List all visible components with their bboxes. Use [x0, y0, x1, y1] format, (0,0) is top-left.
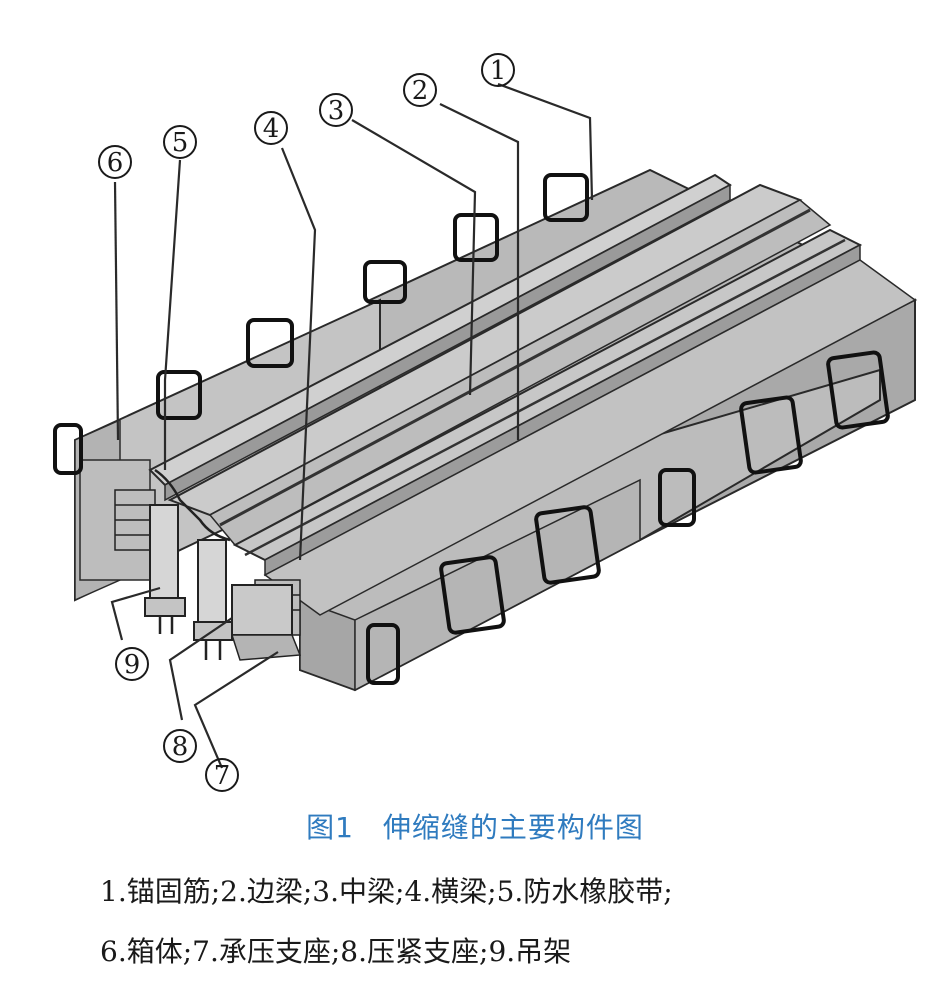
callout-3: 3	[319, 93, 353, 127]
hanger	[144, 504, 186, 634]
anchor-bar-loop	[53, 423, 83, 475]
anchor-bar-loop	[739, 395, 803, 475]
waterproof-rubber-strip	[154, 468, 231, 542]
anchor-bar-loop	[363, 260, 407, 304]
bearing-support	[230, 584, 302, 661]
anchor-bar-loop	[246, 318, 294, 368]
callout-7: 7	[205, 758, 239, 792]
legend-line-1: 1.锚固筋;2.边梁;3.中梁;4.横梁;5.防水橡胶带;	[100, 875, 673, 908]
callout-7-number: 7	[214, 761, 231, 791]
anchor-bar-group-back	[53, 173, 589, 475]
callout-4-number: 4	[263, 114, 280, 144]
expansion-joint-diagram: 1 2 3 4 5 6 9 8 7	[53, 53, 918, 792]
callout-5-number: 5	[172, 128, 189, 158]
anchor-bar-loop	[543, 173, 589, 222]
callout-4: 4	[254, 111, 288, 145]
anchor-bar-loop	[366, 623, 400, 685]
callout-3-number: 3	[328, 96, 345, 126]
callout-2-number: 2	[412, 76, 429, 106]
figure-caption: 图1 伸缩缝的主要构件图	[306, 811, 644, 844]
callout-6-number: 6	[107, 148, 124, 178]
callout-6: 6	[98, 145, 132, 179]
beam-edge-right	[232, 228, 863, 577]
callout-2: 2	[403, 73, 437, 107]
anchor-bar-loop	[534, 505, 601, 585]
anchor-bar-loop	[453, 213, 499, 262]
pressing-support	[193, 539, 233, 660]
leader-lines	[110, 82, 594, 769]
anchor-bar-loop	[439, 555, 506, 635]
callout-1-number: 1	[490, 56, 507, 86]
callout-8-number: 8	[172, 732, 189, 762]
callout-9-number: 9	[124, 650, 141, 680]
callout-1: 1	[481, 53, 515, 87]
callout-5: 5	[163, 125, 197, 159]
callout-8: 8	[163, 729, 197, 763]
legend-line-2: 6.箱体;7.承压支座;8.压紧支座;9.吊架	[100, 935, 572, 968]
anchor-bar-group-front	[366, 350, 890, 685]
beam-middle	[167, 183, 832, 546]
anchor-bar-loop	[156, 370, 202, 420]
beam-flat-top	[263, 259, 917, 616]
callout-9: 9	[115, 647, 149, 681]
anchor-bar-loop	[826, 350, 890, 430]
anchor-bar-loop	[658, 468, 696, 527]
